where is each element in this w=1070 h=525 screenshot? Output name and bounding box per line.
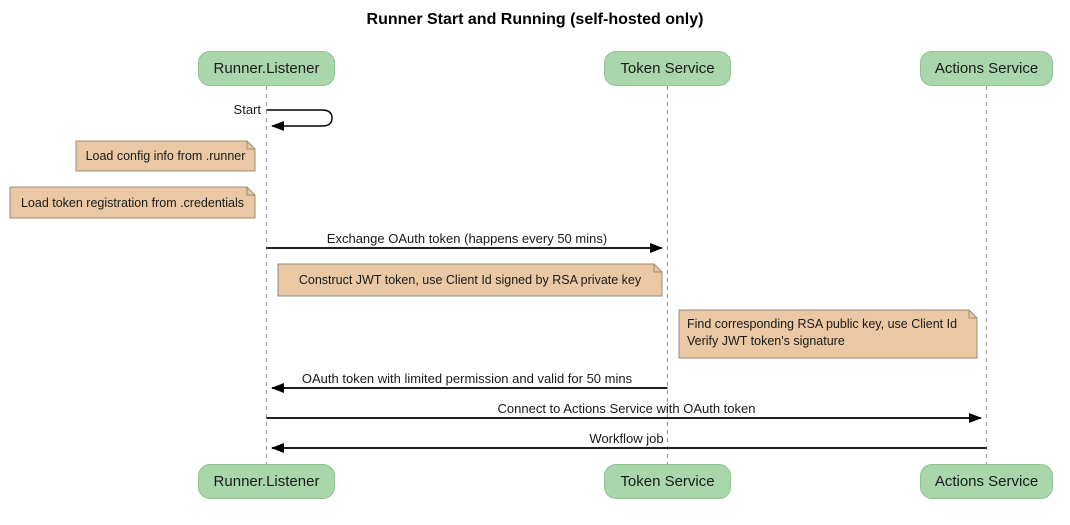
participant-label: Actions Service (934, 60, 1039, 77)
message-label-start: Start (233, 102, 261, 117)
participant-label: Token Service (620, 60, 715, 77)
participant-top-runner-listener: Runner.Listener (198, 51, 335, 86)
message-label-connect-actions: Connect to Actions Service with OAuth to… (497, 401, 756, 416)
note-fold-icon (246, 141, 255, 150)
note-line-2: Verify JWT token's signature (687, 334, 845, 348)
participant-bottom-runner-listener: Runner.Listener (198, 464, 335, 499)
note-shape-load-token-registration (9, 186, 256, 219)
note-fold-icon (653, 264, 662, 273)
participant-top-token-service: Token Service (604, 51, 731, 86)
participant-top-actions-service: Actions Service (920, 51, 1053, 86)
note-find-rsa-key: Find corresponding RSA public key, use C… (679, 310, 977, 358)
self-message-start-loop (266, 109, 333, 131)
note-fold-icon (968, 310, 977, 319)
note-shape-load-config (75, 140, 256, 172)
note-fold-icon (246, 187, 255, 196)
participant-label: Runner.Listener (213, 473, 320, 490)
note-line-1: Find corresponding RSA public key, use C… (687, 317, 958, 331)
note-shape-construct-jwt (277, 263, 663, 297)
participant-bottom-token-service: Token Service (604, 464, 731, 499)
message-label-oauth-return: OAuth token with limited permission and … (301, 371, 633, 386)
note-load-config: Load config info from .runner (85, 149, 246, 163)
note-load-token-registration: Load token registration from .credential… (20, 195, 245, 210)
participant-label: Token Service (620, 473, 715, 490)
note-shape-find-rsa-key (678, 309, 978, 359)
note-construct-jwt: Construct JWT token, use Client Id signe… (298, 273, 642, 287)
message-label-workflow-job: Workflow job (589, 431, 664, 446)
participant-label: Actions Service (934, 473, 1039, 490)
message-label-exchange-oauth: Exchange OAuth token (happens every 50 m… (326, 231, 608, 246)
participant-bottom-actions-service: Actions Service (920, 464, 1053, 499)
diagram-title: Runner Start and Running (self-hosted on… (366, 11, 704, 28)
participant-label: Runner.Listener (213, 60, 320, 77)
